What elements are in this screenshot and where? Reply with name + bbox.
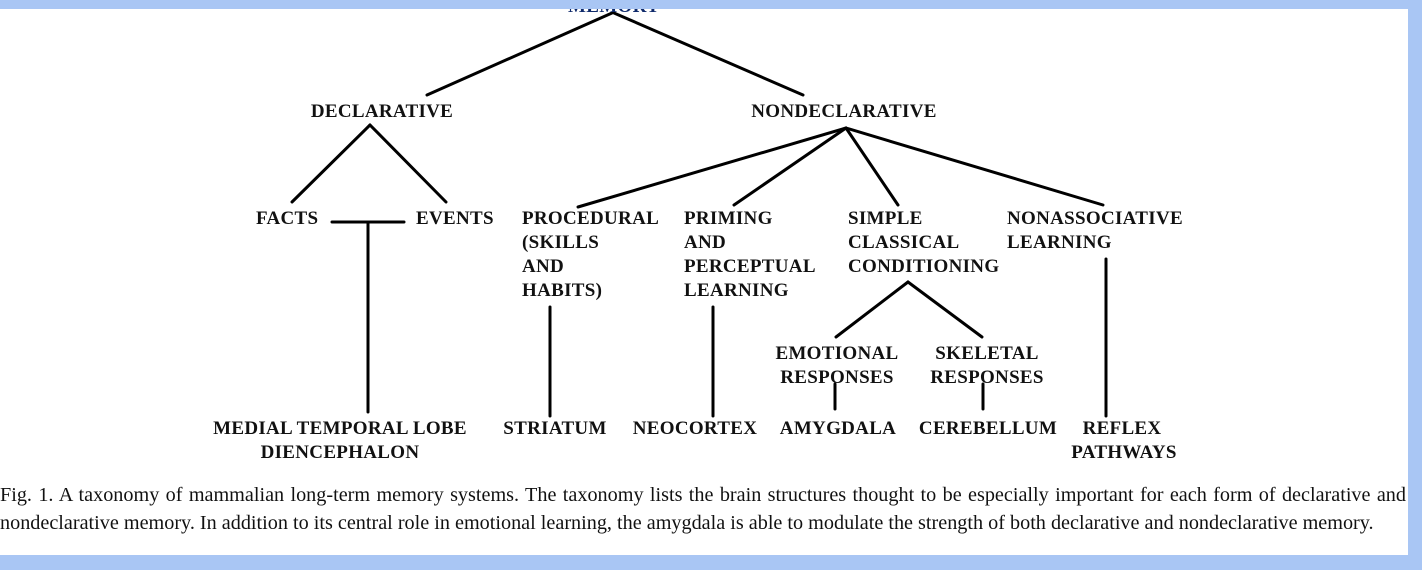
- node-emotional-line: RESPONSES: [780, 367, 894, 388]
- edge-memory-nondeclarative: [612, 11, 805, 97]
- edge-conditioning-skeletal: [906, 280, 984, 339]
- node-nonassociative-line: NONASSOCIATIVE: [1007, 208, 1183, 229]
- node-skeletal-responses: SKELETAL RESPONSES: [930, 343, 1044, 388]
- node-memory: MEMORY: [568, 9, 660, 17]
- structure-neocortex: NEOCORTEX: [633, 418, 758, 439]
- node-priming-line: PRIMING: [684, 208, 773, 229]
- node-priming-line: PERCEPTUAL: [684, 256, 816, 277]
- edge-nondeclarative-conditioning: [844, 126, 900, 207]
- node-nonassociative: NONASSOCIATIVE LEARNING: [1007, 208, 1183, 253]
- tree-connectors: [290, 11, 1108, 418]
- structure-cerebellum: CEREBELLUM: [919, 418, 1057, 439]
- node-declarative: DECLARATIVE: [311, 101, 453, 122]
- structure-line: MEDIAL TEMPORAL LOBE: [213, 418, 467, 439]
- node-emotional-responses: EMOTIONAL RESPONSES: [775, 343, 898, 388]
- node-skeletal-line: RESPONSES: [930, 367, 1044, 388]
- structure-reflex-pathways: REFLEX PATHWAYS: [1071, 418, 1177, 463]
- figure-caption: Fig. 1. A taxonomy of mammalian long-ter…: [0, 484, 1406, 534]
- node-nonassociative-line: LEARNING: [1007, 232, 1112, 253]
- node-nondeclarative: NONDECLARATIVE: [751, 101, 936, 122]
- node-priming: PRIMING AND PERCEPTUAL LEARNING: [684, 208, 816, 301]
- node-emotional-line: EMOTIONAL: [775, 343, 898, 364]
- edge-nondeclarative-priming: [732, 126, 848, 207]
- node-procedural: PROCEDURAL (SKILLS AND HABITS): [522, 208, 659, 301]
- structure-amygdala: AMYGDALA: [780, 418, 896, 439]
- edge-declarative-events: [368, 123, 448, 204]
- structure-line: REFLEX: [1083, 418, 1162, 439]
- edge-conditioning-emotional: [834, 280, 910, 339]
- node-skeletal-line: SKELETAL: [935, 343, 1038, 364]
- node-priming-line: AND: [684, 232, 726, 253]
- figure-page: MEMORY DECLARATIVE NONDECLARATIVE FACTS …: [0, 9, 1408, 555]
- node-conditioning-line: CONDITIONING: [848, 256, 999, 277]
- memory-taxonomy-diagram: MEMORY DECLARATIVE NONDECLARATIVE FACTS …: [213, 9, 1183, 463]
- edge-nondeclarative-nonassociative: [844, 126, 1105, 207]
- structure-line: DIENCEPHALON: [261, 442, 420, 463]
- node-procedural-line: (SKILLS: [522, 232, 599, 253]
- node-procedural-line: PROCEDURAL: [522, 208, 659, 229]
- node-conditioning-line: CLASSICAL: [848, 232, 959, 253]
- edge-memory-declarative: [425, 11, 614, 97]
- node-priming-line: LEARNING: [684, 280, 789, 301]
- node-procedural-line: AND: [522, 256, 564, 277]
- edge-nondeclarative-procedural: [576, 126, 848, 209]
- node-procedural-line: HABITS): [522, 280, 602, 301]
- structure-striatum: STRIATUM: [503, 418, 606, 439]
- node-conditioning-line: SIMPLE: [848, 208, 923, 229]
- node-facts: FACTS: [256, 208, 318, 229]
- node-events: EVENTS: [416, 208, 494, 229]
- node-conditioning: SIMPLE CLASSICAL CONDITIONING: [848, 208, 999, 277]
- structure-line: PATHWAYS: [1071, 442, 1177, 463]
- edge-declarative-facts: [290, 123, 372, 204]
- structure-medial-temporal-lobe: MEDIAL TEMPORAL LOBE DIENCEPHALON: [213, 418, 467, 463]
